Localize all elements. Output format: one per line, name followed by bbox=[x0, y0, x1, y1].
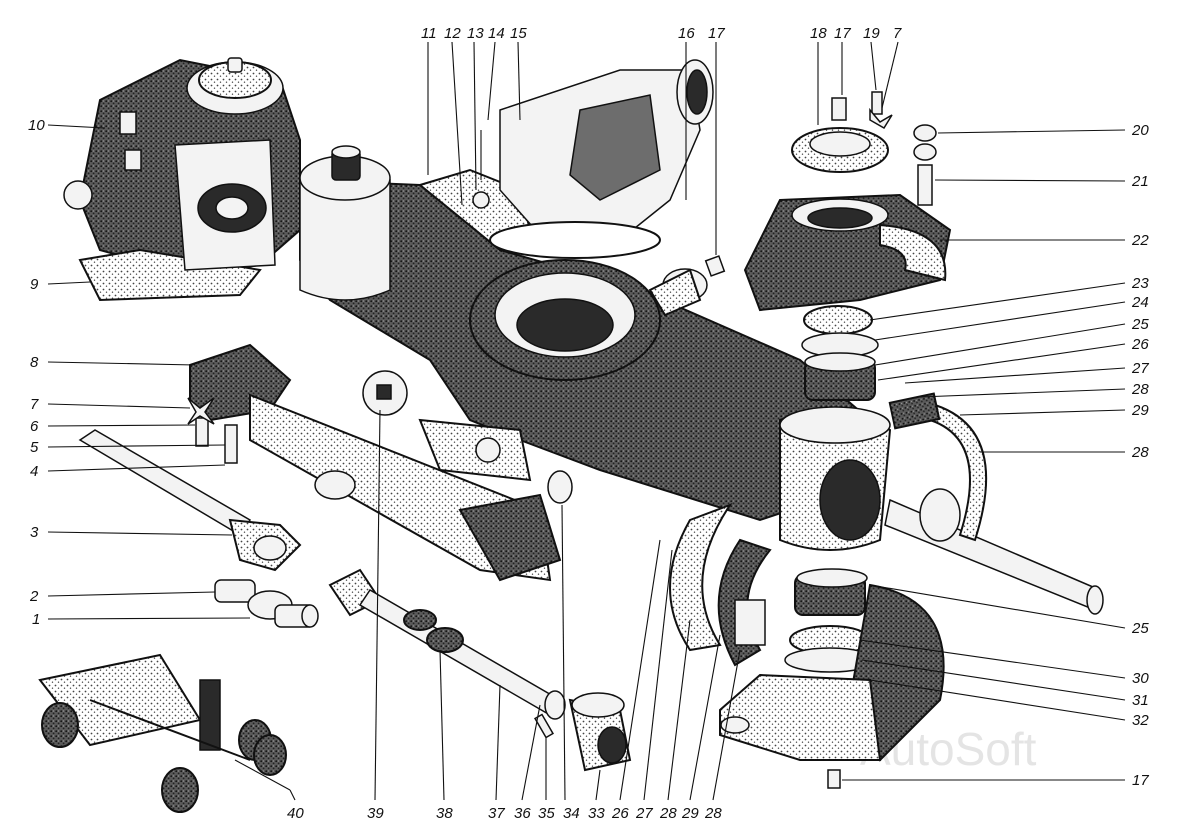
callout-label: 26 bbox=[1131, 336, 1149, 353]
callout-label: 16 bbox=[678, 25, 695, 42]
spring-saddle bbox=[189, 343, 562, 582]
callout-label: 9 bbox=[30, 276, 39, 293]
callout-label: 28 bbox=[704, 805, 722, 822]
callout-label: 28 bbox=[1131, 444, 1149, 461]
axle-housing bbox=[299, 168, 872, 522]
callout-label: 25 bbox=[1131, 316, 1149, 333]
callout-label: 25 bbox=[1131, 620, 1149, 637]
callout-label: 5 bbox=[30, 439, 39, 456]
callout-label: 17 bbox=[1132, 772, 1149, 789]
brake-shoe-left bbox=[669, 502, 772, 667]
callout-label: 11 bbox=[421, 25, 437, 42]
callout-label: 23 bbox=[1131, 275, 1149, 292]
callouts-top: 11 12 13 14 15 16 17 18 17 19 7 bbox=[421, 25, 902, 42]
callout-label: 17 bbox=[834, 25, 851, 42]
callout-label: 40 bbox=[287, 805, 304, 822]
callouts-bottom: 40 39 38 37 36 35 34 33 26 27 28 29 28 bbox=[287, 805, 722, 822]
top-right-fasteners bbox=[869, 91, 937, 206]
upper-knuckle bbox=[743, 97, 952, 358]
hub-assembly bbox=[779, 406, 1104, 615]
callout-label: 7 bbox=[893, 25, 902, 42]
callout-label: 37 bbox=[488, 805, 505, 822]
vehicle-inset bbox=[38, 653, 291, 813]
saddle-bolts bbox=[187, 397, 238, 464]
callout-label: 6 bbox=[30, 418, 39, 435]
callout-label: 8 bbox=[30, 354, 39, 371]
callout-label: 19 bbox=[863, 25, 880, 42]
callout-label: 29 bbox=[681, 805, 699, 822]
callout-label: 35 bbox=[538, 805, 555, 822]
upper-bearing bbox=[804, 352, 876, 401]
cross-and-caps bbox=[214, 579, 319, 628]
housing-cover-cup bbox=[299, 145, 391, 301]
callout-label: 21 bbox=[1131, 173, 1149, 190]
callout-label: 31 bbox=[1132, 692, 1149, 709]
callout-label: 32 bbox=[1132, 712, 1149, 729]
differential-cover bbox=[472, 59, 714, 259]
callouts-left: 10 9 8 7 6 5 4 3 2 1 bbox=[28, 117, 45, 628]
callout-label: 15 bbox=[510, 25, 527, 42]
callout-label: 18 bbox=[810, 25, 827, 42]
callouts-right: 20 21 22 23 24 25 26 27 28 29 28 25 30 3… bbox=[1131, 122, 1149, 789]
callout-label: 14 bbox=[488, 25, 505, 42]
callout-label: 28 bbox=[659, 805, 677, 822]
drive-shaft bbox=[328, 568, 566, 720]
callout-label: 34 bbox=[563, 805, 580, 822]
left-axle-shaft bbox=[78, 429, 302, 572]
lower-knuckle bbox=[719, 568, 945, 789]
callout-label: 17 bbox=[708, 25, 725, 42]
grease-fittings bbox=[362, 255, 726, 416]
callout-label: 29 bbox=[1131, 402, 1149, 419]
callout-label: 30 bbox=[1132, 670, 1149, 687]
callout-label: 4 bbox=[30, 463, 38, 480]
bushing bbox=[534, 470, 632, 801]
callout-label: 2 bbox=[29, 588, 39, 605]
left-drop-box bbox=[63, 57, 301, 302]
callout-label: 10 bbox=[28, 117, 45, 134]
callout-label: 36 bbox=[514, 805, 531, 822]
callout-label: 20 bbox=[1131, 122, 1149, 139]
callout-label: 1 bbox=[32, 611, 40, 628]
leader-lines bbox=[47, 41, 1126, 801]
brake-shoe-right bbox=[888, 392, 988, 542]
callout-label: 24 bbox=[1131, 294, 1149, 311]
callout-label: 27 bbox=[1131, 360, 1149, 377]
callout-label: 28 bbox=[1131, 381, 1149, 398]
callout-label: 13 bbox=[467, 25, 484, 42]
callout-label: 22 bbox=[1131, 232, 1149, 249]
callout-label: 12 bbox=[444, 25, 461, 42]
callout-label: 33 bbox=[588, 805, 605, 822]
callout-label: 39 bbox=[367, 805, 384, 822]
callout-label: 26 bbox=[611, 805, 629, 822]
callout-label: 7 bbox=[30, 396, 39, 413]
callout-label: 3 bbox=[30, 524, 39, 541]
callout-label: 38 bbox=[436, 805, 453, 822]
callout-label: 27 bbox=[635, 805, 653, 822]
